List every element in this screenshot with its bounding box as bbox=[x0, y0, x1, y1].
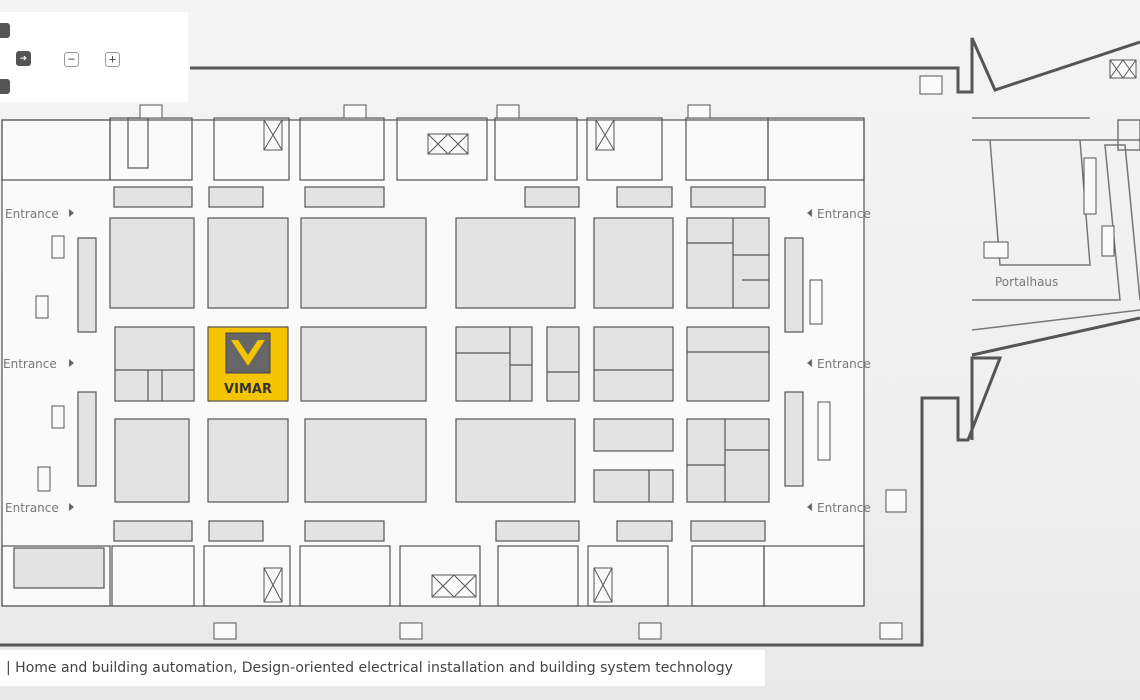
toolbar-partial-icon[interactable] bbox=[0, 23, 10, 38]
caption-text: Home and building automation, Design-ori… bbox=[15, 660, 733, 676]
vimar-label: VIMAR bbox=[224, 382, 272, 397]
svg-text:Entrance: Entrance bbox=[5, 501, 59, 515]
top-service-rooms bbox=[1, 117, 865, 181]
portal-label: Portalhaus bbox=[995, 275, 1058, 289]
perimeter-booths bbox=[77, 186, 804, 542]
export-icon[interactable]: ➔ bbox=[16, 51, 31, 66]
booth-row-1 bbox=[109, 217, 770, 309]
entrance-left-2: Entrance bbox=[3, 357, 74, 371]
svg-text:Entrance: Entrance bbox=[817, 501, 871, 515]
entrance-left-1: Entrance bbox=[5, 207, 74, 221]
entrance-right-3: Entrance bbox=[807, 501, 871, 515]
booth-row-2 bbox=[114, 326, 770, 402]
svg-text:Entrance: Entrance bbox=[817, 357, 871, 371]
zoom-out-button[interactable]: − bbox=[64, 52, 79, 67]
entrance-right-1: Entrance bbox=[807, 207, 871, 221]
door-crosses bbox=[263, 59, 1137, 603]
svg-text:Entrance: Entrance bbox=[817, 207, 871, 221]
exhibitor-booth-vimar[interactable]: VIMAR bbox=[207, 326, 289, 402]
vimar-logo-icon bbox=[225, 332, 271, 374]
svg-text:Entrance: Entrance bbox=[5, 207, 59, 221]
toolbar-partial-icon-2[interactable] bbox=[0, 79, 10, 94]
entrance-left-3: Entrance bbox=[5, 501, 74, 515]
entrance-right-2: Entrance bbox=[807, 357, 871, 371]
exhibitor-caption: | Home and building automation, Design-o… bbox=[0, 650, 765, 686]
map-toolbar: ➔ − + bbox=[0, 12, 188, 102]
booth-row-3 bbox=[114, 418, 770, 503]
portal-building bbox=[971, 117, 1140, 331]
caption-separator: | bbox=[6, 660, 11, 676]
zoom-in-button[interactable]: + bbox=[105, 52, 120, 67]
hall-outer-wall bbox=[0, 37, 1140, 647]
svg-text:Entrance: Entrance bbox=[3, 357, 57, 371]
entrances: Entrance Entrance Entrance Entrance Entr… bbox=[3, 207, 871, 515]
bottom-service-rooms bbox=[1, 545, 865, 607]
